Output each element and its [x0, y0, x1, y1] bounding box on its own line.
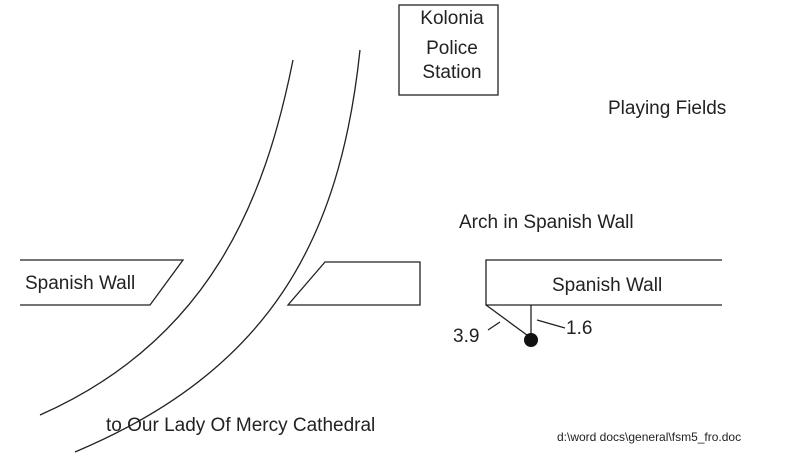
spanish-wall-middle — [286, 261, 421, 306]
spanish-wall-right-label: Spanish Wall — [552, 275, 662, 296]
road-edge-right — [74, 49, 361, 453]
police-station-label-2: Police — [426, 38, 478, 59]
leader-left — [487, 321, 501, 331]
police-station-label-1: Kolonia — [420, 8, 484, 29]
arch-label: Arch in Spanish Wall — [459, 212, 634, 233]
playing-fields-label: Playing Fields — [608, 98, 726, 119]
police-station-label-3: Station — [422, 62, 481, 83]
location-marker — [524, 333, 538, 347]
leader-right — [536, 319, 566, 329]
measure-left-label: 3.9 — [453, 326, 479, 347]
spanish-wall-right — [485, 259, 722, 306]
police-station-box — [398, 4, 499, 96]
spanish-wall-left — [20, 259, 185, 306]
file-path-label: d:\word docs\general\fsm5_fro.doc — [557, 430, 741, 444]
measure-line-diagonal — [485, 304, 532, 339]
road-edge-left — [39, 59, 294, 416]
spanish-wall-left-label: Spanish Wall — [25, 273, 135, 294]
measure-right-label: 1.6 — [566, 318, 592, 339]
cathedral-label: to Our Lady Of Mercy Cathedral — [106, 415, 375, 436]
